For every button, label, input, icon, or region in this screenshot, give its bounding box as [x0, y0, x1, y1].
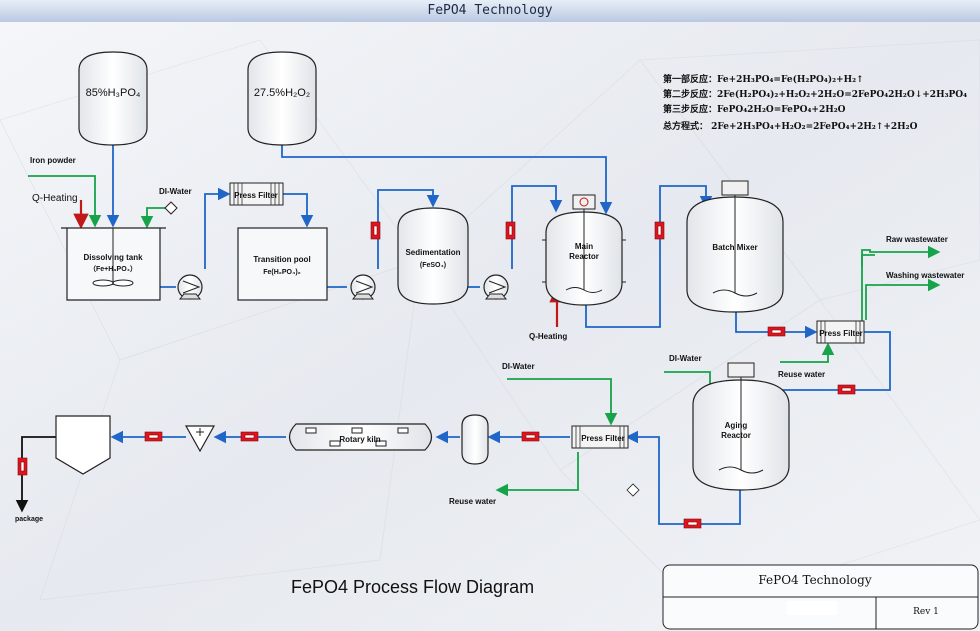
dissolving-tank-sublabel: （Fe+H₃PO₄）	[89, 265, 137, 273]
pipe-washing-wastewater-out	[865, 278, 941, 320]
main-reactor-label-2: Reactor	[569, 252, 599, 261]
pipe-di-water-mid	[507, 378, 618, 426]
valve-8[interactable]	[240, 431, 259, 442]
pipe-reuse-water-left	[495, 452, 579, 497]
valve-10[interactable]	[17, 457, 28, 476]
pipe-aging-to-filter3	[625, 430, 741, 525]
di-water-top-label: DI-Water	[159, 187, 192, 196]
main-reactor-label-1: Main	[575, 242, 593, 251]
sieve[interactable]	[184, 425, 216, 453]
reaction-equations: 第一部反应：Fe+2H₃PO₄=Fe(H₂PO₄)₂+H₂↑ 第二步反应：2Fe…	[663, 73, 967, 132]
dryer-vessel[interactable]	[461, 414, 489, 465]
transition-pool-sublabel: Fe(H₂PO₄)₂	[263, 269, 301, 276]
di-water-valve[interactable]	[164, 201, 178, 215]
q-heating-top-label: Q-Heating	[32, 193, 78, 204]
pipe-mixer-to-filter2	[735, 310, 818, 339]
valve-2[interactable]	[505, 221, 516, 240]
batch-mixer-label: Batch Mixer	[712, 243, 757, 252]
package-label: package	[15, 516, 43, 523]
valves	[17, 221, 856, 529]
pipe-reuse-water-right	[780, 342, 835, 363]
pipe-main-reactor-to-mixer	[585, 185, 713, 328]
valve-5[interactable]	[837, 384, 856, 395]
washing-wastewater-label: Washing wastewater	[886, 271, 964, 280]
storage-tank-h2o2[interactable]: 27.5%H₂O₂	[247, 51, 317, 146]
pipe-to-package	[15, 436, 56, 513]
equation-step-2: 第二步反应：2Fe(H₂PO₄)₂+H₂O₂+2H₂O=2FePO₄2H₂O↓+…	[663, 88, 967, 100]
sedimentation-sublabel: (FeSO₄)	[420, 262, 446, 269]
press-filter-1[interactable]: Press Filter	[229, 182, 284, 206]
press-filter-3-label: Press Filter	[581, 434, 625, 443]
pump-1[interactable]	[177, 274, 203, 300]
title-block: FePO4 Technology Rev 1	[662, 564, 979, 630]
title-block-name: FePO4 Technology	[758, 573, 871, 587]
pipe-di-water-top	[140, 207, 165, 229]
press-filter-1-label: Press Filter	[234, 191, 278, 200]
dissolving-tank[interactable]: Dissolving tank （Fe+H₃PO₄）	[61, 227, 166, 301]
q-heating-bottom-label: Q-Heating	[529, 332, 567, 341]
di-water-aging-label: DI-Water	[669, 354, 702, 363]
window-title: FePO4 Technology	[0, 0, 980, 23]
rotary-kiln-label: Rotary kiln	[339, 435, 380, 444]
valve-9[interactable]	[144, 431, 163, 442]
main-reactor[interactable]: Main Reactor	[542, 194, 626, 306]
reuse-water-left-label: Reuse water	[449, 497, 496, 506]
tank-h2o2-label: 27.5%H₂O₂	[254, 87, 310, 99]
sedimentation-tank[interactable]: Sedimentation (FeSO₄)	[397, 207, 469, 305]
transition-pool[interactable]: Transition pool Fe(H₂PO₄)₂	[237, 227, 328, 301]
tank-h3po4-label: 85%H₃PO₄	[86, 87, 141, 99]
process-diagram-canvas: 85%H₃PO₄ 27.5%H₂O₂ Dissolving tank （Fe+H…	[0, 22, 980, 631]
dissolving-tank-label: Dissolving tank	[83, 253, 143, 262]
aging-reactor-label-2: Reactor	[721, 431, 751, 440]
press-filter-2[interactable]: Press Filter	[816, 320, 865, 344]
equation-step-3: 第三步反应：FePO₄2H₂O=FePO₄+2H₂O	[663, 103, 846, 115]
press-filter-2-label: Press Filter	[819, 329, 863, 338]
valve-6[interactable]	[683, 518, 702, 529]
pump-3[interactable]	[483, 274, 509, 300]
pipe-iron-powder	[28, 175, 102, 228]
sedimentation-label: Sedimentation	[405, 248, 460, 257]
iron-powder-label: Iron powder	[30, 156, 76, 165]
reuse-water-right-label: Reuse water	[778, 370, 825, 379]
package-hopper[interactable]	[55, 415, 111, 475]
aging-reactor-label-1: Aging	[725, 421, 748, 430]
equation-overall: 总方程式： 2Fe+2H₃PO₄+H₂O₂=2FePO₄+2H₂↑+2H₂O	[663, 120, 918, 132]
pipe-h2o2-to-main-reactor	[281, 145, 613, 215]
transition-pool-label: Transition pool	[253, 255, 310, 264]
instrument-symbol	[626, 483, 640, 497]
press-filter-3[interactable]: Press Filter	[571, 425, 629, 449]
aging-reactor[interactable]: Aging Reactor	[692, 362, 790, 491]
pump-2[interactable]	[350, 274, 376, 300]
pipe-raw-wastewater-out	[861, 245, 941, 266]
di-water-mid-label: DI-Water	[502, 362, 535, 371]
valve-1[interactable]	[370, 221, 381, 240]
storage-tank-h3po4[interactable]: 85%H₃PO₄	[78, 51, 148, 146]
valve-3[interactable]	[654, 221, 665, 240]
diagram-title: FePO4 Process Flow Diagram	[291, 577, 534, 597]
pipe-pump1-to-filter1	[204, 187, 231, 269]
pipe-filter1-to-pool	[283, 193, 314, 228]
valve-7[interactable]	[521, 431, 540, 442]
batch-mixer[interactable]: Batch Mixer	[686, 180, 784, 313]
raw-wastewater-label: Raw wastewater	[886, 235, 948, 244]
valve-4[interactable]	[767, 326, 786, 337]
title-block-rev: Rev 1	[913, 607, 939, 617]
rotary-kiln[interactable]: Rotary kiln	[288, 423, 433, 451]
equation-step-1: 第一部反应：Fe+2H₃PO₄=Fe(H₂PO₄)₂+H₂↑	[663, 73, 864, 85]
